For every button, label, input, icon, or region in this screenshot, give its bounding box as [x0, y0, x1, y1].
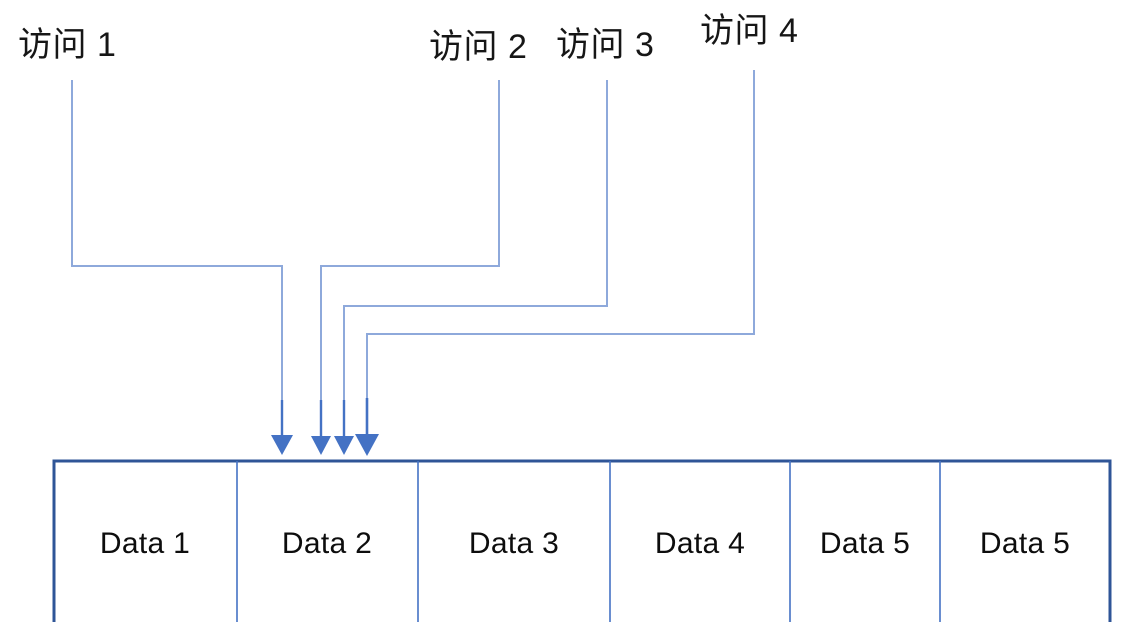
- arrowhead-access-3: [334, 436, 354, 455]
- data-table-border: [52, 459, 1112, 622]
- access-label-1: 访问 1: [18, 26, 117, 64]
- data-cell-6: Data 5: [979, 527, 1071, 560]
- connector-access-3: [334, 80, 608, 455]
- data-table-outline: [52, 459, 1112, 622]
- data-cell-1: Data 1: [99, 527, 191, 560]
- arrowhead-access-4: [355, 434, 379, 456]
- arrowhead-access-2: [311, 436, 331, 455]
- data-cell-4: Data 4: [654, 527, 746, 560]
- data-cell-2: Data 2: [281, 527, 373, 560]
- data-cell-3: Data 3: [468, 527, 560, 560]
- access-label-3: 访问 3: [556, 26, 655, 64]
- arrowhead-access-1: [271, 435, 293, 455]
- connector-access-4: [355, 70, 755, 456]
- connector-access-2: [311, 80, 500, 455]
- connector-access-1: [71, 80, 293, 455]
- data-cell-5: Data 5: [819, 527, 911, 560]
- access-label-2: 访问 2: [429, 28, 528, 66]
- access-label-4: 访问 4: [700, 12, 799, 50]
